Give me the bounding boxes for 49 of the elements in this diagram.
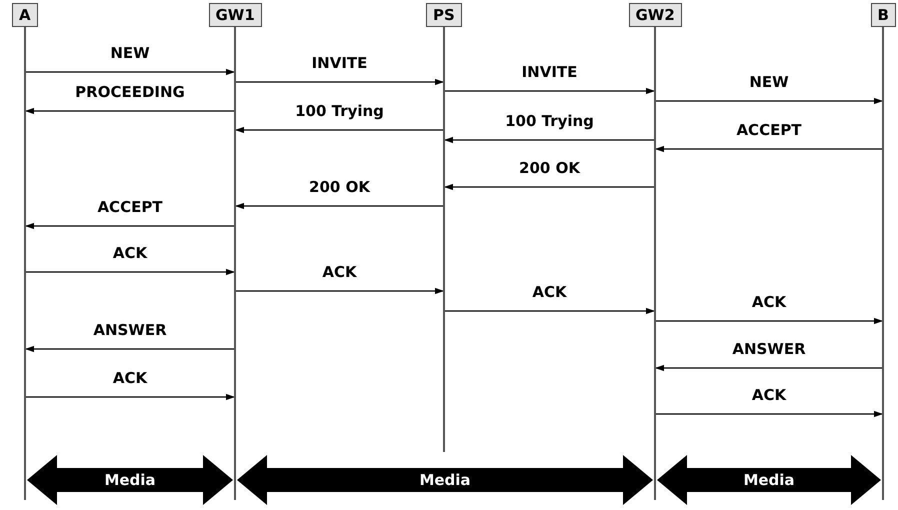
arrow [25,222,235,230]
edge-label: INVITE [522,63,578,81]
edge-label: ANSWER [93,321,167,339]
participant-box: GW2 [628,3,682,27]
edge-label: Media [104,471,156,489]
arrow [235,202,444,210]
edge-label: 100 Trying [505,112,594,130]
edge-label: ACK [322,263,357,281]
arrow [444,88,655,94]
edge-label: Media [743,471,795,489]
edge-label: 200 OK [309,178,370,196]
arrow [655,364,883,372]
participant-box: A [12,3,38,27]
edge-label: ACK [112,369,148,387]
edge-label: ACK [532,283,567,301]
edge-label: NEW [110,44,150,62]
double-arrow [27,455,233,505]
edge-label: 100 Trying [295,102,384,120]
edge-label: NEW [749,73,789,91]
arrow [655,410,883,418]
arrow [25,68,235,76]
participant-box: PS [426,3,462,27]
edge-label: INVITE [312,54,368,72]
arrow [235,126,444,134]
arrow [444,136,655,144]
edge-label: ACCEPT [736,121,802,139]
arrow [235,288,444,294]
arrow [655,98,883,104]
participant-box: B [870,3,896,27]
double-arrow [657,455,881,505]
arrow [235,78,444,86]
arrow [655,318,883,324]
arrow [25,346,235,352]
edge-label: ANSWER [732,340,806,358]
arrow [444,184,655,190]
edge-label: Media [419,471,471,489]
arrow [444,308,655,314]
arrow [25,108,235,114]
participant-box: GW1 [208,3,262,27]
edge-label: ACCEPT [97,198,163,216]
double-arrow [237,455,653,505]
arrow [25,268,235,276]
arrow [25,394,235,400]
edge-label: 200 OK [519,159,580,177]
edge-label: ACK [112,244,148,262]
edge-label: PROCEEDING [75,83,185,101]
edge-label: ACK [752,293,786,311]
arrow [655,146,883,152]
edge-label: ACK [752,386,786,404]
